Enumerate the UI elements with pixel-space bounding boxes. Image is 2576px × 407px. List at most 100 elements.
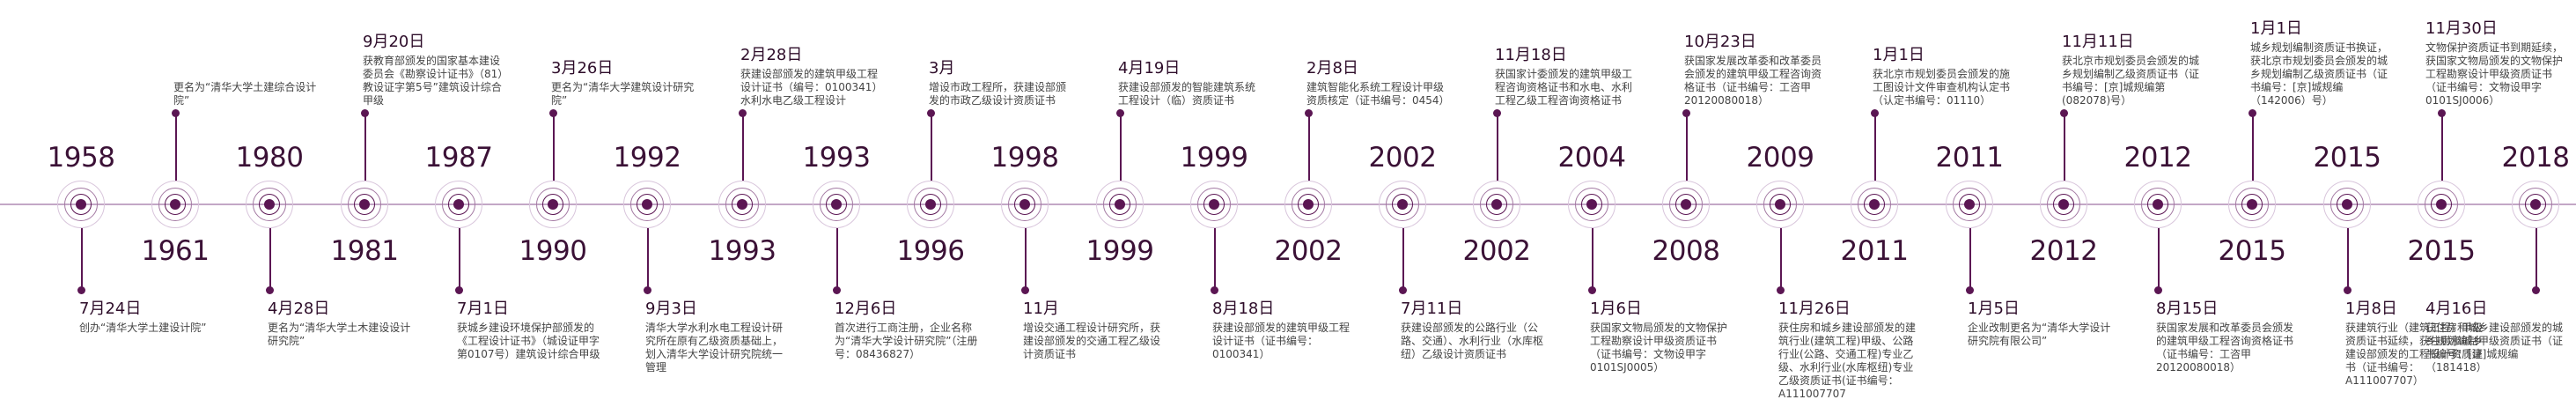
node-ring — [1959, 194, 1980, 215]
node-core — [1491, 199, 1502, 210]
event-description: 获住房和城乡建设部颁发的建筑行业(建筑工程)甲级、公路行业(公路、交通工程)专业… — [1778, 322, 1917, 400]
node-ring — [1669, 188, 1703, 221]
connector-dot — [2154, 286, 2162, 294]
event-entry: 2月28日获建设部颁发的建筑甲级工程设计证书（编号：0100341）水利水电乙级… — [740, 4, 886, 107]
event-connector — [1305, 109, 1313, 181]
connector-dot — [2532, 286, 2540, 294]
node-ring — [1770, 194, 1791, 215]
year-label: 2009 — [1746, 142, 1814, 174]
node-ring — [1284, 181, 1332, 228]
event-entry: 8月18日获建设部颁发的建筑甲级工程设计证书（证书编号：0100341） — [1212, 300, 1358, 361]
node-ring — [1675, 194, 1696, 215]
event-description: 首次进行工商注册，企业名称为“清华大学设计研究院”（注册号：08436827） — [835, 322, 978, 360]
year-label: 2015 — [2407, 235, 2476, 267]
event-date: 2月28日 — [740, 46, 803, 64]
node-core — [2530, 199, 2541, 210]
year-label: 2018 — [2501, 142, 2570, 174]
node-core — [1019, 199, 1030, 210]
event-date: 9月3日 — [645, 300, 697, 318]
event-description: 城乡规划编制资质证书换证，获北京市规划委员会颁发的城乡规划编制乙级资质证书（证书… — [2250, 41, 2388, 107]
event-description: 获建设部颁发的智能建筑系统工程设计（临）资质证书 — [1118, 81, 1256, 107]
event-entry: 1月5日企业改制更名为“清华大学设计研究院有限公司” — [1968, 300, 2113, 348]
node-core — [264, 199, 275, 210]
event-entry: 11月18日获国家计委颁发的建筑甲级工程咨询资格证书和水电、水利工程乙级工程咨询… — [1495, 4, 1640, 107]
node-ring — [1103, 188, 1137, 221]
node-ring — [2418, 181, 2465, 228]
connector-dot — [2248, 109, 2256, 117]
event-connector — [1021, 228, 1029, 294]
node-ring — [1480, 188, 1513, 221]
node-ring — [435, 181, 482, 228]
event-entry: 7月24日创办“清华大学土建设计院” — [79, 300, 224, 335]
year-label: 2008 — [1652, 235, 1720, 267]
event-connector — [1588, 228, 1596, 294]
node-core — [1869, 199, 1880, 210]
event-entry: 10月23日获国家发展改革委和改革委员会颁发的建筑甲级工程咨询资格证书（证书编号… — [1684, 4, 1829, 107]
event-date: 11月 — [1023, 300, 1059, 318]
event-date: 1月6日 — [1590, 300, 1642, 318]
event-connector — [644, 228, 651, 294]
year-label: 1999 — [1180, 142, 1248, 174]
connector-dot — [2344, 286, 2352, 294]
node-ring — [718, 181, 766, 228]
node-core — [453, 199, 464, 210]
node-ring — [2053, 194, 2074, 215]
event-entry: 11月30日文物保护资质证书到期延续，获国家文物局颁发的文物保护工程勘察设计甲级… — [2425, 4, 2571, 107]
event-date: 1月1日 — [2250, 19, 2302, 38]
node-ring — [2330, 188, 2364, 221]
connector-dot — [1305, 109, 1313, 117]
event-entry: 8月15日获国家发展和改革委员会颁发的建筑甲级工程咨询资格证书（证书编号：工咨甲… — [2156, 300, 2301, 374]
event-date: 8月15日 — [2156, 300, 2219, 318]
event-date: 9月20日 — [363, 33, 425, 51]
event-date: 12月6日 — [835, 300, 897, 318]
node-ring — [536, 188, 570, 221]
connector-dot — [1399, 286, 1407, 294]
year-label: 2011 — [1935, 142, 2004, 174]
node-ring — [2519, 188, 2552, 221]
event-date: 7月24日 — [79, 300, 142, 318]
year-label: 1999 — [1086, 235, 1154, 267]
event-entry: 7月1日获城乡建设环境保护部颁发的《工程设计证书》（城设证甲字第0107号）建筑… — [457, 300, 602, 361]
node-ring — [623, 181, 671, 228]
node-ring — [158, 188, 192, 221]
node-ring — [2141, 188, 2175, 221]
event-date: 7月11日 — [1401, 300, 1463, 318]
node-ring — [1109, 194, 1130, 215]
node-ring — [2228, 181, 2276, 228]
node-ring — [259, 194, 280, 215]
node-ring — [348, 188, 381, 221]
year-label: 1996 — [896, 235, 965, 267]
event-description: 建筑智能化系统工程设计甲级资质核定（证书编号：0454） — [1306, 81, 1450, 107]
node-ring — [2047, 188, 2080, 221]
connector-dot — [1682, 109, 1690, 117]
connector-dot — [1021, 286, 1029, 294]
event-description: 获国家文物局颁发的文物保护工程勘察设计甲级资质证书（证书编号：文物设甲字0101… — [1590, 322, 1728, 374]
event-connector — [2060, 109, 2068, 181]
node-ring — [354, 194, 375, 215]
event-connector — [1211, 228, 1218, 294]
year-label: 2002 — [1368, 142, 1437, 174]
connector-dot — [2060, 109, 2068, 117]
event-date: 1月5日 — [1968, 300, 2020, 318]
event-description: 获北京市规划委员会颁发的城乡规划编制乙级资质证书（证书编号：[京]城规编第(08… — [2062, 55, 2200, 107]
node-core — [737, 199, 747, 210]
event-entry: 3月增设市政工程所，获建设部颁发的市政乙级设计资质证书 — [929, 4, 1074, 107]
connector-dot — [644, 286, 651, 294]
event-date: 7月1日 — [457, 300, 509, 318]
connector-dot — [833, 286, 841, 294]
connector-dot — [172, 109, 180, 117]
event-description: 更名为“清华大学土建综合设计院” — [173, 81, 317, 107]
node-ring — [1203, 194, 1225, 215]
connector-dot — [549, 109, 557, 117]
node-ring — [2512, 181, 2559, 228]
year-label: 1993 — [708, 235, 776, 267]
node-core — [2436, 199, 2447, 210]
node-ring — [2147, 194, 2168, 215]
year-label: 1961 — [141, 235, 210, 267]
event-description: 获城乡建设环境保护部颁发的《工程设计证书》（城设证甲字第0107号）建筑设计综合… — [457, 322, 600, 360]
connector-dot — [1588, 286, 1596, 294]
node-ring — [151, 181, 199, 228]
node-ring — [2425, 188, 2458, 221]
event-connector — [1682, 109, 1690, 181]
connector-dot — [2438, 109, 2446, 117]
